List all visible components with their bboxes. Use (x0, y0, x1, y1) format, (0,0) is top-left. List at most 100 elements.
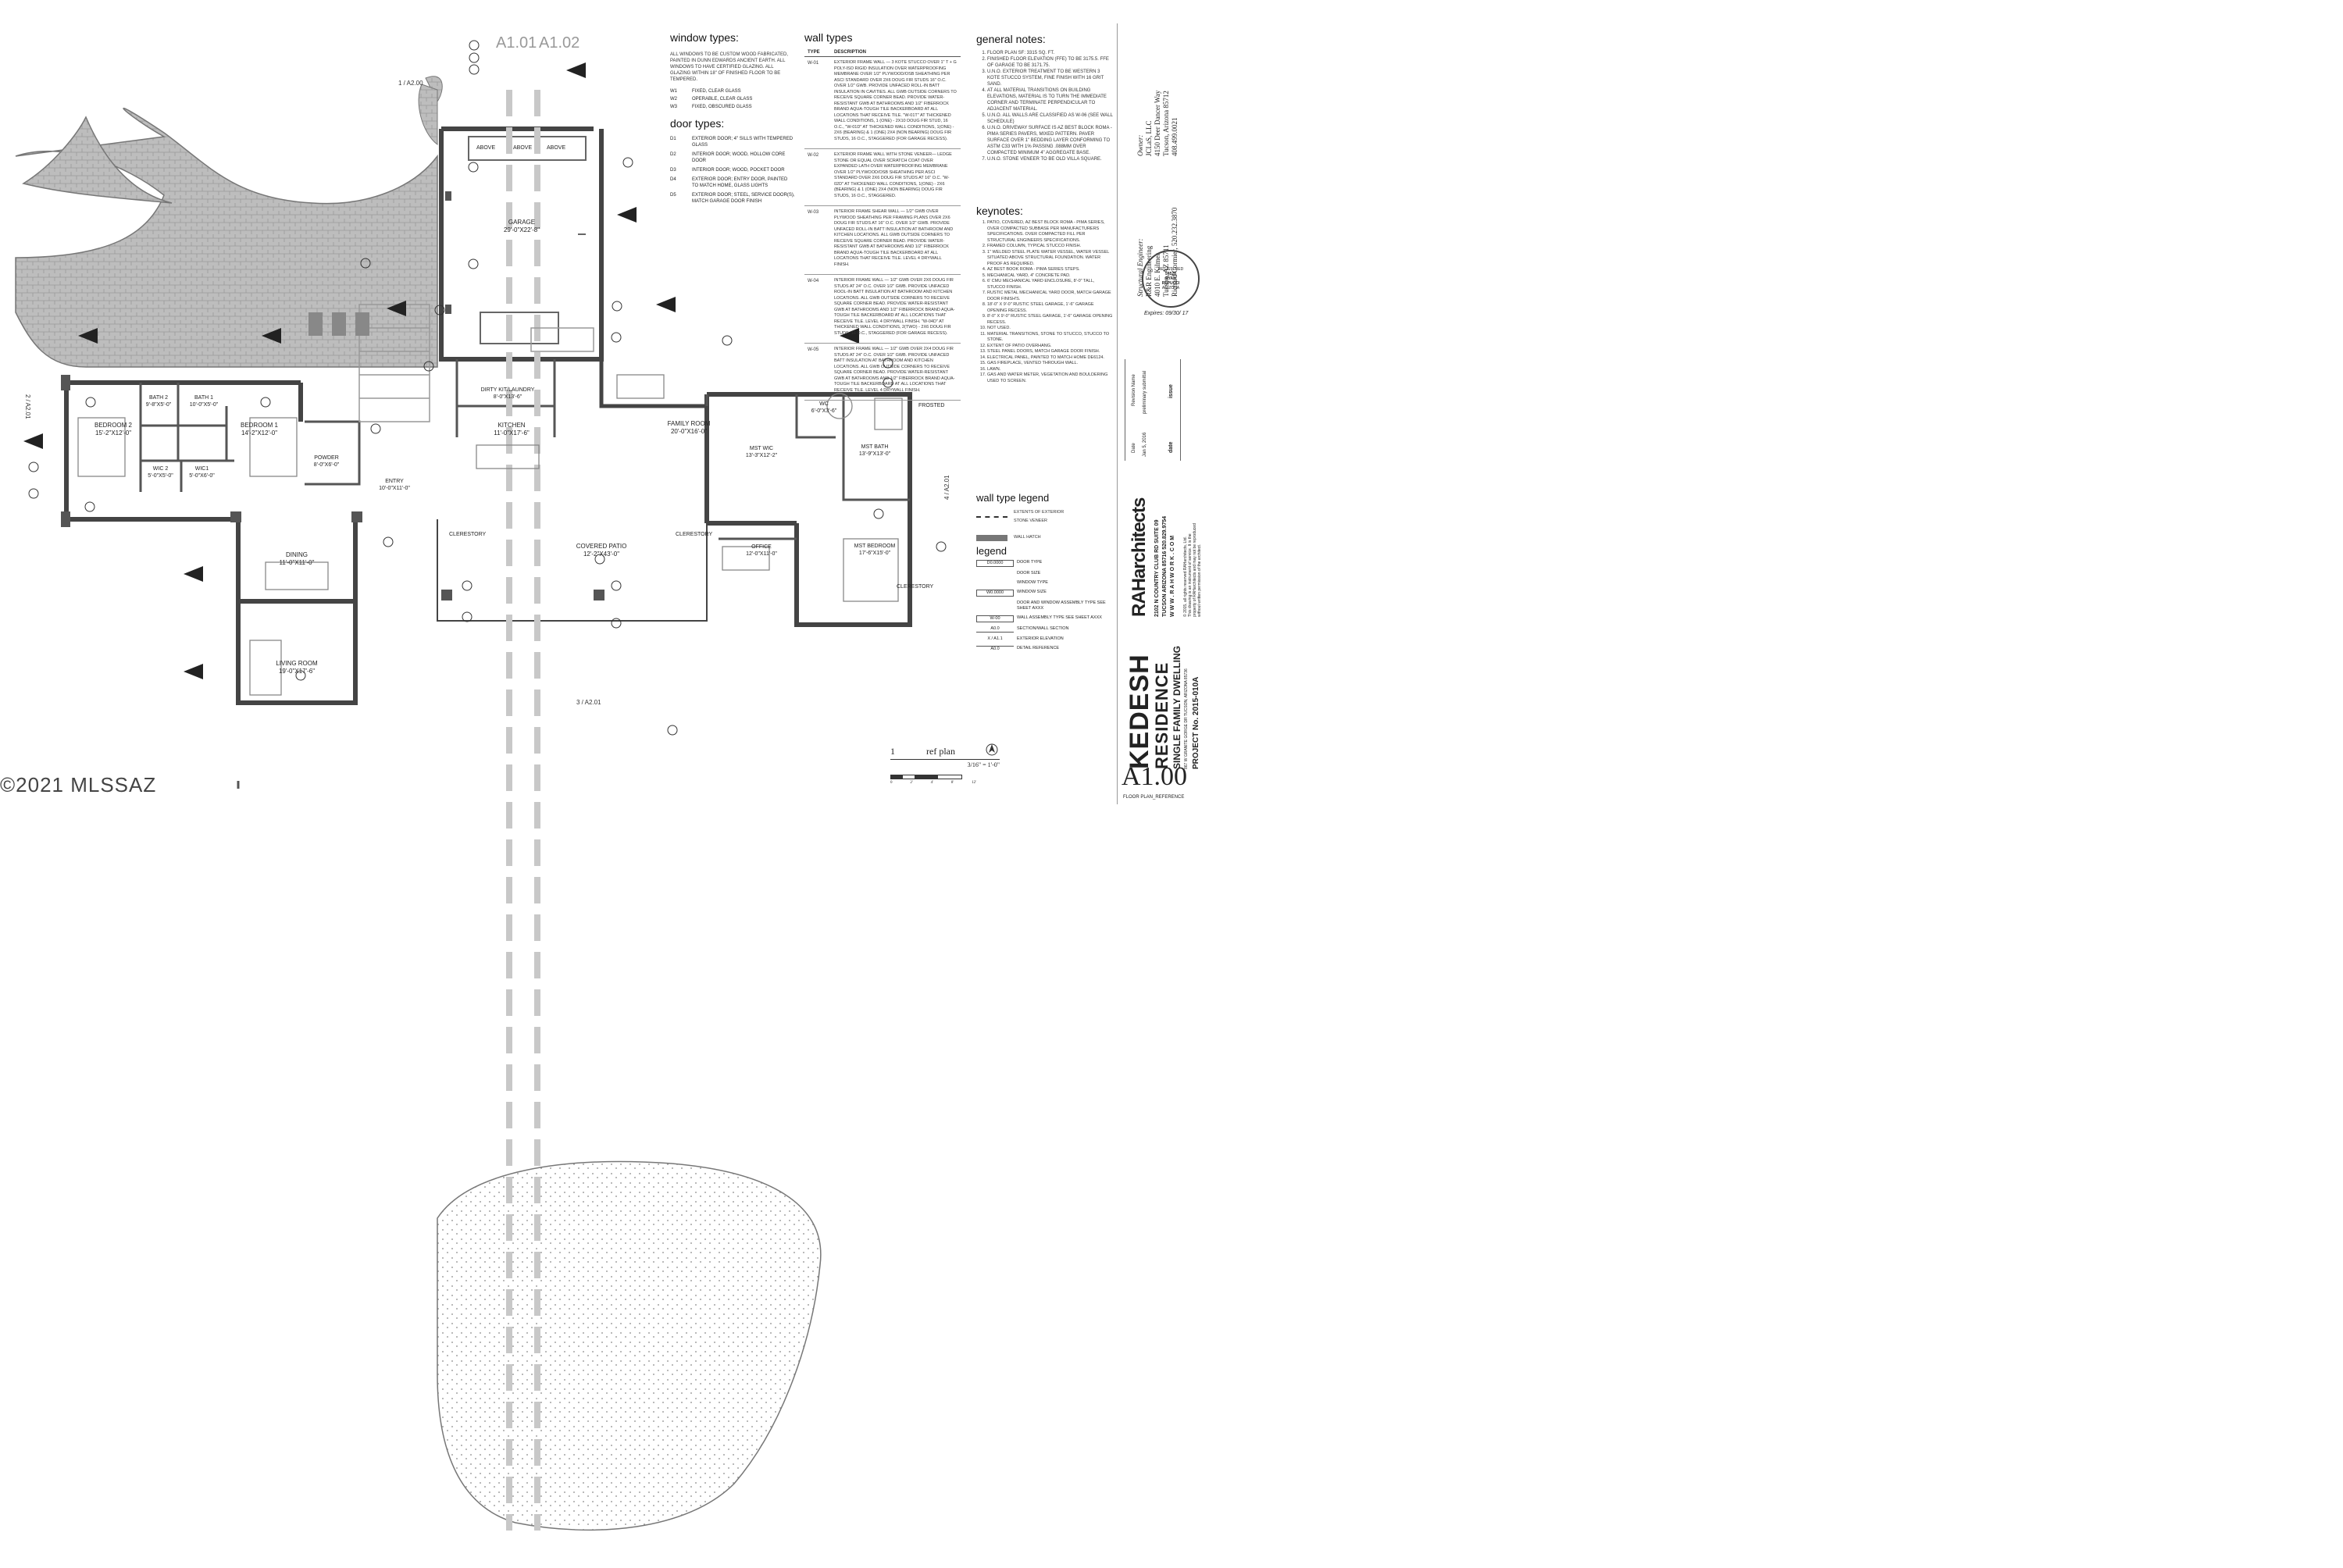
room-name: COVERED PATIO (576, 543, 627, 550)
door-type-item: D2 INTERIOR DOOR; WOOD, HOLLOW CORE DOOR (670, 151, 795, 164)
firm-logo: RAHarchitects (1129, 497, 1150, 617)
list-item: U.N.O. STONE VENEER TO BE OLD VILLA SQUA… (987, 156, 1113, 162)
scale-seg (903, 775, 915, 779)
list-item: AZ BEST BOOK ROMA - PIMA SERIES STEPS. (987, 267, 1113, 273)
legend-sym: W-00 (976, 615, 1014, 622)
driveway-pavers (15, 107, 438, 368)
room-size: 13'-3"X12'-2" (745, 453, 778, 458)
door-types-title: door types: (670, 117, 725, 130)
owner-block: Owner: JCLaS, LLC 4150 Deer Dancer Way T… (1136, 31, 1179, 156)
rev-col-name: Revision Name (1132, 374, 1136, 406)
dashed-line-symbol (976, 516, 1007, 518)
list-item: LAWN. (987, 367, 1113, 373)
legend-label: EXTERIOR ELEVATION (1017, 636, 1064, 641)
window-types-section: window types: ALL WINDOWS TO BE CUSTOM W… (670, 31, 795, 109)
wall-type-code: W-02 (804, 148, 831, 206)
project-address: 867 W GRANITE GORGE DR TUCSON, ARIZONA 8… (1184, 668, 1189, 769)
room-garage: GARAGE 29'-0"X22'-8" (483, 219, 561, 234)
project-name-line-1: KEDESH (1125, 654, 1154, 769)
list-item: RUSTIC METAL MECHANICAL YARD DOOR, MATCH… (987, 290, 1113, 302)
mls-watermark: ©2021 MLSSAZ (0, 773, 157, 796)
patio-outline (437, 519, 708, 622)
list-item: GAS AND WATER METER, VEGETATION AND BOUL… (987, 372, 1113, 384)
firm-website: W W W . R A H W O R K . C O M (1170, 535, 1175, 617)
scale-seg (891, 775, 903, 779)
table-row: W-05 INTERIOR FRAME WALL — 1/2" GWB OVER… (804, 343, 961, 401)
door-type-desc: INTERIOR DOOR; WOOD, POCKET DOOR (692, 168, 785, 173)
room-wic-1: WIC1 5'-0"X6'-0" (184, 465, 219, 479)
room-size: 11'-0"X11'-0" (279, 559, 315, 566)
scale-tick: 4' (930, 781, 933, 785)
legend-label: DETAIL REFERENCE (1017, 646, 1060, 650)
room-mst-bedroom: MST BEDROOM 17'-6"X15'-0" (843, 543, 906, 557)
architect-stamp: REGISTERED 54528 RYAN REPUCCI ARIZONA (1142, 250, 1200, 308)
legend-label: DOOR TYPE (1017, 560, 1043, 565)
room-size: 5'-0"X5'-0" (148, 473, 173, 479)
door-type-code: D3 (670, 168, 676, 173)
table-row: W-04 INTERIOR FRAME WALL — 1/2" GWB OVER… (804, 274, 961, 344)
legend-sym: D0.0000 (976, 560, 1014, 567)
title-block-border (1117, 23, 1207, 804)
room-dirty-kit: DIRTY KIT/LAUNDRY 8'-0"X13'-6" (465, 387, 551, 401)
room-bedroom-1: BEDROOM 1 14'-2"X12'-0" (228, 422, 291, 437)
room-name: GARAGE (508, 219, 536, 226)
wall-types-col-desc: DESCRIPTION (831, 48, 961, 57)
scale-tick: 2' (910, 781, 913, 785)
room-name: LIVING ROOM (276, 660, 318, 667)
bed-2 (77, 417, 126, 477)
room-name: BATH 1 (194, 395, 213, 401)
door-type-desc: EXTERIOR DOOR; STEEL, SERVICE DOOR(S), M… (692, 193, 795, 204)
room-name: WIC1 (194, 466, 209, 472)
door-type-code: D1 (670, 137, 676, 141)
garage-walls (439, 129, 604, 362)
room-entry: ENTRY 10'-0"X11'-0" (367, 478, 422, 492)
door-type-item: D1 EXTERIOR DOOR; 4" SILLS WITH TEMPERED… (670, 136, 795, 148)
owner-line: JCLaS, LLC (1145, 120, 1153, 156)
project-type: SINGLE FAMILY DWELLING (1172, 645, 1182, 769)
window-type-item: W2 OPERABLE, CLEAR GLASS (670, 97, 795, 102)
sofa (616, 374, 665, 399)
stamp-expires: Expires: 09/30/ 17 (1144, 311, 1189, 316)
room-name: MST BATH (861, 444, 889, 450)
window-types-intro: ALL WINDOWS TO BE CUSTOM WOOD FABRICATED… (670, 52, 789, 82)
room-name: WC (819, 401, 829, 407)
room-size: 11'-0"X17'-6" (494, 429, 530, 437)
room-name: BEDROOM 2 (94, 422, 132, 429)
room-size: 12'-2"X43'-0" (583, 551, 620, 558)
table-row: W-03 INTERIOR FRAME SHEAR WALL — 1/2" GW… (804, 205, 961, 275)
room-kitchen: KITCHEN 11'-0"X17'-6" (480, 422, 543, 437)
keynotes-section: keynotes: PATIO, COVERED, AZ BEST BLOCK … (976, 205, 1113, 384)
room-name: KITCHEN (497, 422, 526, 429)
rev-row-date: Jan 5, 2016 (1143, 432, 1147, 457)
project-number: PROJECT No. 2015-010A (1192, 676, 1200, 769)
room-name: FAMILY ROOM (667, 420, 711, 427)
keynotes-list: PATIO, COVERED, AZ BEST BLOCK ROMA - PIM… (976, 220, 1113, 384)
legend-label: DOOR SIZE (1017, 571, 1041, 576)
room-bath-1: BATH 1 10'-0"X5'-0" (184, 394, 223, 408)
firm-address-2: TUCSON ARIZONA 85716 520.829.9754 (1162, 515, 1168, 617)
plan-detail-ref-top: 1 / A2.00 (398, 80, 423, 87)
general-notes-list: FLOOR PLAN SF: 3315 SQ. FT. FINISHED FLO… (976, 50, 1113, 162)
floor-plan (15, 76, 912, 1531)
stamp-line: ARIZONA (1161, 286, 1180, 290)
room-bedroom-2: BEDROOM 2 15'-2"X12'-0" (82, 422, 144, 437)
legend-label: EXTENTS OF EXTERIOR STONE VENEER (1014, 510, 1065, 523)
scale-seg (938, 775, 961, 779)
list-item: U.N.O. DRIVEWAY SURFACE IS AZ BEST BLOCK… (987, 125, 1113, 156)
grid-label-a101: A1.01 (496, 34, 537, 52)
owner-line: 408.499.0021 (1171, 117, 1179, 157)
wall-types-section: wall types TYPE DESCRIPTION W-01 EXTERIO… (804, 31, 961, 401)
table-row: W-02 EXTERIOR FRAME WALL WITH STONE VENE… (804, 148, 961, 206)
wall-type-legend-section: wall type legend EXTENTS OF EXTERIOR STO… (976, 492, 1117, 550)
legend-title: legend (976, 545, 1007, 557)
room-family: FAMILY ROOM 20'-0"X16'-0" (658, 420, 720, 436)
sheet-name: FLOOR PLAN_REFERENCE (1123, 795, 1185, 800)
general-notes-title: general notes: (976, 33, 1046, 45)
wall-type-desc: EXTERIOR FRAME WALL — 3 KOTE STUCCO OVER… (831, 56, 961, 149)
room-size: 5'-0"X6'-0" (189, 473, 215, 479)
door-type-item: D3 INTERIOR DOOR; WOOD, POCKET DOOR (670, 167, 795, 173)
master-bed (843, 538, 899, 602)
room-size: 6'-0"X3'-6" (811, 408, 837, 414)
stamp-line: 54528 (1165, 272, 1176, 276)
room-name: WIC 2 (152, 466, 169, 472)
